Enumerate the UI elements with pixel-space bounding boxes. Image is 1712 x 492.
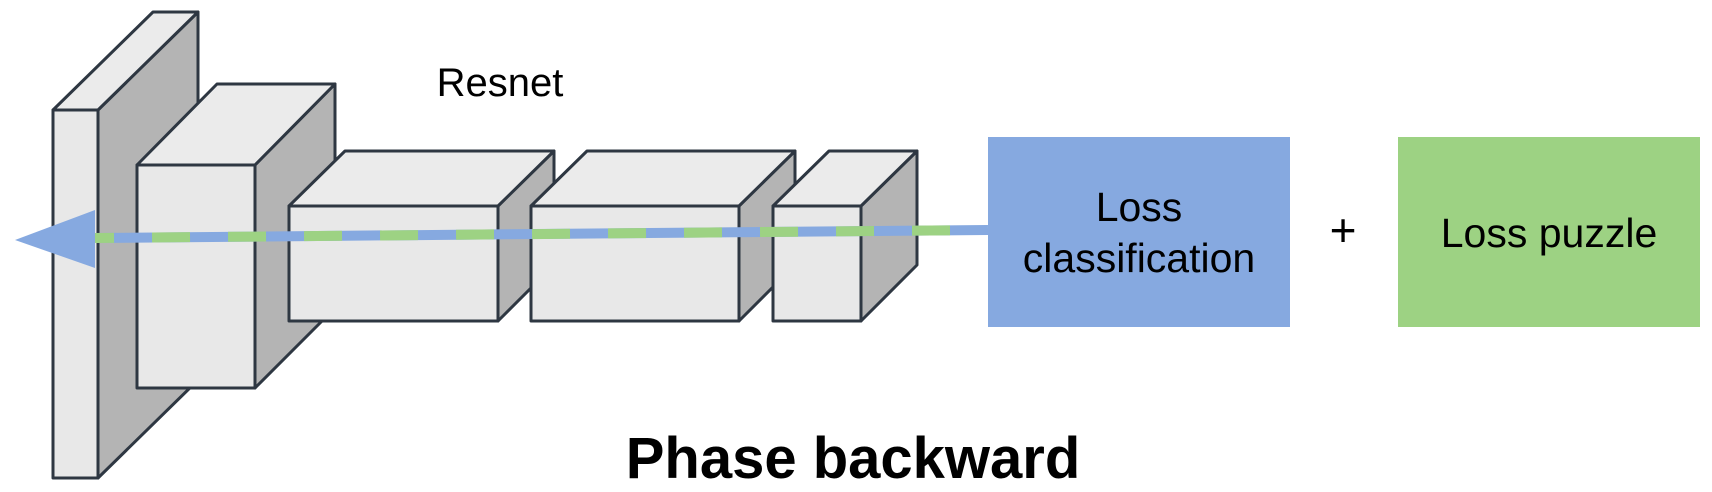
loss-classification-box: Loss classification [988, 137, 1290, 327]
phase-caption: Phase backward [626, 426, 1081, 491]
backward-arrow [15, 210, 989, 268]
backward-arrow-overlay-dash [94, 225, 989, 243]
loss-puzzle-label: Loss puzzle [1441, 210, 1658, 256]
plus-sign: + [1330, 204, 1357, 256]
loss-classification-label-line1: Loss [1096, 184, 1183, 230]
loss-puzzle-box: Loss puzzle [1398, 137, 1700, 327]
loss-classification-label-line2: classification [1023, 235, 1255, 281]
backward-arrow-head [15, 210, 95, 268]
resnet-label: Resnet [437, 61, 564, 105]
resnet-block-5 [771, 149, 919, 323]
resnet-block-4 [529, 149, 797, 323]
resnet-blocks [51, 10, 919, 480]
